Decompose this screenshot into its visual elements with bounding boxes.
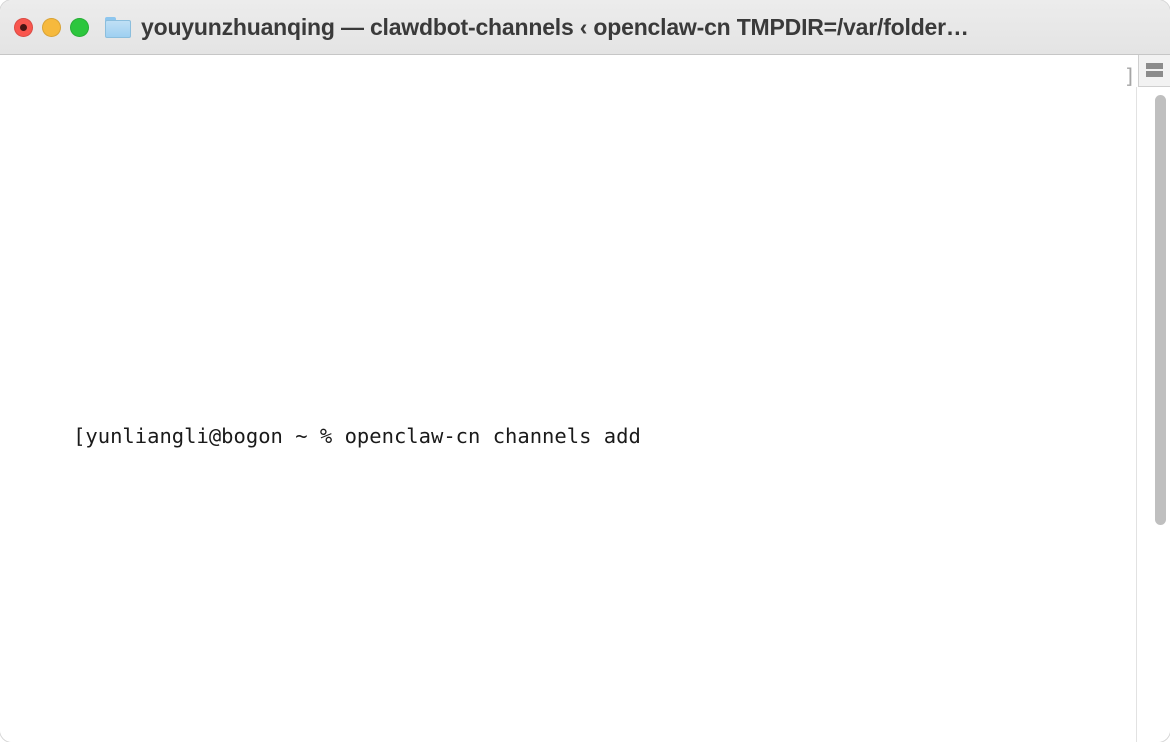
terminal-body[interactable]: [yunliangli@bogon ~ % openclaw-cn channe…: [0, 55, 1170, 742]
split-pane-icon: [1146, 63, 1163, 78]
title-bar[interactable]: youyunzhuanqing — clawdbot-channels ‹ op…: [0, 0, 1170, 55]
prompt-end-marker: ]: [1123, 64, 1136, 88]
zoom-button[interactable]: [70, 17, 89, 37]
vertical-scrollbar[interactable]: [1155, 95, 1166, 725]
pane-divider: [1136, 87, 1137, 742]
minimize-button[interactable]: [42, 17, 61, 37]
scrollbar-thumb[interactable]: [1155, 95, 1166, 525]
shell-prompt-line: [yunliangli@bogon ~ % openclaw-cn channe…: [0, 391, 1170, 481]
window-title: youyunzhuanqing — clawdbot-channels ‹ op…: [141, 13, 969, 40]
close-button[interactable]: [14, 17, 33, 37]
blank-line-1: [0, 631, 1170, 661]
split-pane-button[interactable]: [1138, 55, 1170, 87]
shell-prompt-text: [yunliangli@bogon ~ % openclaw-cn channe…: [73, 424, 641, 448]
traffic-light-group: [14, 17, 89, 37]
folder-icon: [105, 16, 131, 38]
